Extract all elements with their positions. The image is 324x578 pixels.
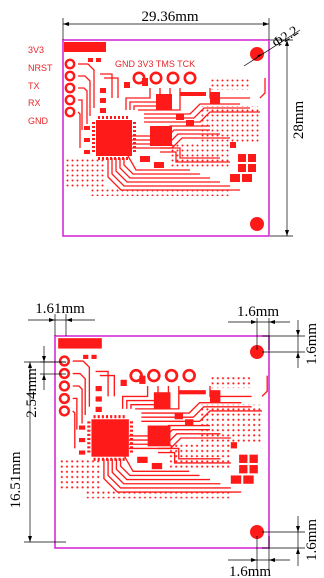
top-view: 29.36mm 28mm Φ2.2 3V3 NRST TX RX GND GND… <box>28 9 307 237</box>
bottom-view: 1.61mm 1.6mm 1.6mm 2.54mm 16.51mm 1.6mm <box>8 301 320 578</box>
hole-offset-bottom-y-label: 1.6mm <box>304 519 320 561</box>
hole-offset-bottom-x-label: 1.6mm <box>229 564 271 578</box>
width-dimension-label: 29.36mm <box>141 9 198 25</box>
header-pins-label: GND 3V3 TMS TCK <box>115 59 195 69</box>
mounting-hole-bottom-view-bottom <box>250 525 264 539</box>
mounting-hole-top-right <box>250 47 264 61</box>
pitch-label: 2.54mm <box>24 368 40 418</box>
pin-label-gnd: GND <box>28 116 49 126</box>
pin-label-nrst: NRST <box>28 63 53 73</box>
board-outline-top <box>62 39 270 237</box>
mounting-hole-bottom-view-top <box>250 345 264 359</box>
board-outline-bottom <box>54 335 270 549</box>
pin-label-rx: RX <box>28 98 41 108</box>
hole-diameter-label: Φ2.2 <box>270 24 301 52</box>
height-dimension-label: 28mm <box>291 101 307 140</box>
pin-offset-label: 1.61mm <box>35 301 85 317</box>
pins-span-label: 16.51mm <box>8 451 24 508</box>
pin-label-tx: TX <box>28 81 40 91</box>
hole-offset-top-y-label: 1.6mm <box>304 323 320 365</box>
pin-label-3v3: 3V3 <box>28 45 44 55</box>
mounting-hole-bottom-right <box>250 217 264 231</box>
hole-offset-top-x-label: 1.6mm <box>237 304 279 320</box>
